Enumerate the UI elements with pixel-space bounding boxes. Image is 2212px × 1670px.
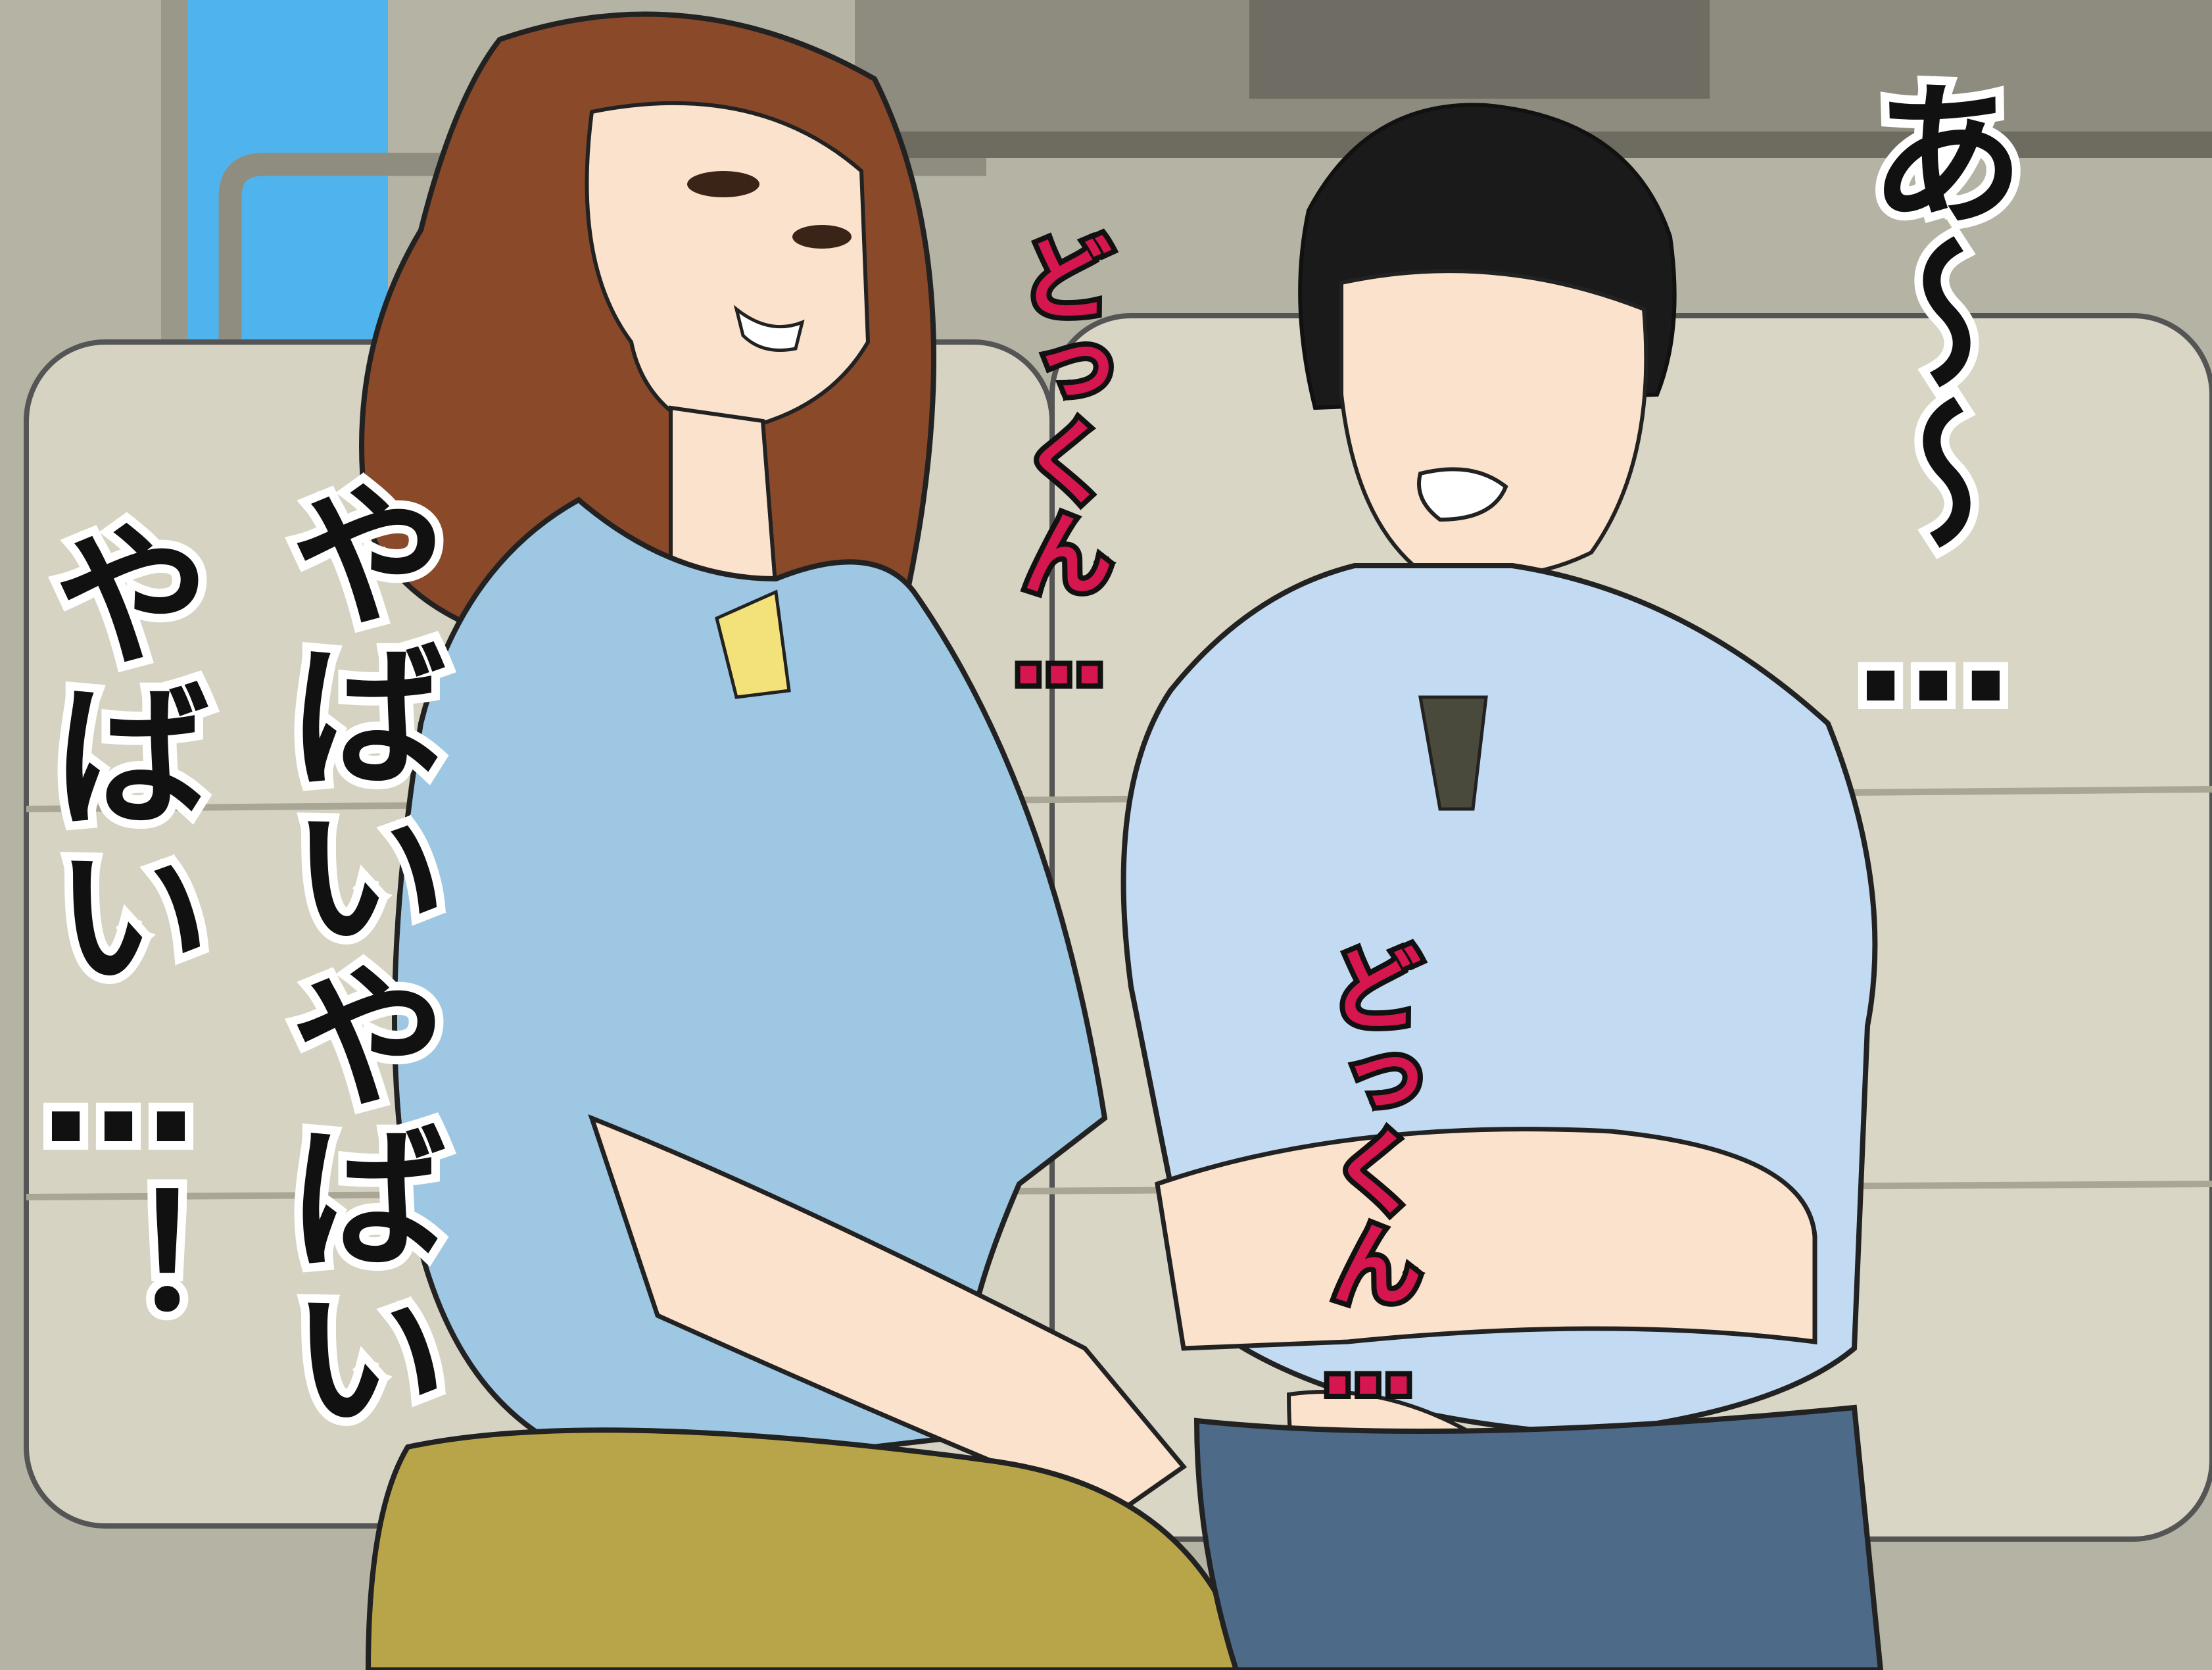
grab-rail [218,153,986,395]
boy-face [1339,269,1648,578]
woman-dialogue-line-1: やばいやばい [254,465,456,1445]
woman-figure [359,11,1253,1670]
woman-eye-right [792,225,852,249]
ceiling-panel [1249,0,1710,99]
boy-pants [1193,1404,1884,1670]
woman-arm [588,1114,1188,1515]
boy-arm [1155,1127,1817,1351]
woman-mouth [733,305,805,352]
boy-mouth [1417,467,1508,522]
woman-dialogue-line-2: やばい…！ [18,504,219,1350]
window-sky [171,0,388,355]
boy-undershirt [1418,695,1488,811]
woman-undershirt [715,589,791,699]
heartbeat-sfx-lower: どっくん… [1309,935,1427,1421]
woman-pants [365,1427,1253,1670]
heartbeat-sfx-upper: どっくん… [1000,225,1118,711]
boy-shout-text: あ〜〜… [1833,64,2034,749]
woman-eye-left [687,171,759,197]
boy-figure [1120,103,1884,1670]
window-frame [161,0,187,368]
